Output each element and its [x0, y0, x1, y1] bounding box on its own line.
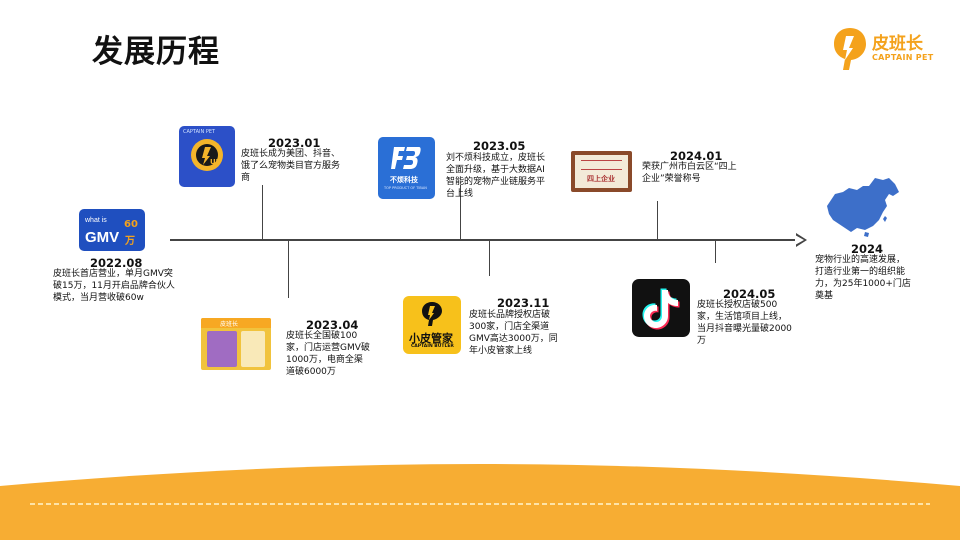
timeline-tick [657, 201, 658, 239]
fb-mark-icon [391, 147, 421, 169]
up-badge: UP [210, 158, 221, 166]
xiaopi-butler-logo: 小皮管家 CAPTAIN BUTLER [403, 296, 461, 354]
award-plaque-lines [581, 160, 622, 170]
store-interior [207, 331, 237, 367]
brand-mark-icon [422, 302, 442, 326]
milestone-year: 2023.04 [306, 318, 359, 332]
milestone-text: 皮班长成为美团、抖音、饿了么宠物类目官方服务商 [241, 149, 341, 183]
timeline-tick [262, 185, 263, 239]
timeline-arrow-icon [795, 233, 807, 247]
page-title: 发展历程 [92, 34, 220, 70]
gmv-logo-main-text: GMV [85, 229, 120, 246]
captain-pet-logo-text: CAPTAIN PET [183, 129, 216, 135]
milestone-text: 皮班长授权店破500家，生活馆项目上线，当月抖音曝光量破2000万 [697, 300, 792, 346]
store-sign: 皮班长 [201, 318, 271, 328]
timeline-tick [288, 241, 289, 298]
gmv-logo: what is GMV 60 万 [79, 209, 145, 251]
award-plaque-inner: 四上企业 [575, 155, 628, 188]
bufan-tech-logo: 不烦科技 TOP PRODUCT OF TIBAN [378, 137, 435, 199]
milestone-year: 2024 [851, 242, 884, 256]
milestone-text: 皮班长全国破100家，门店运营GMV破1000万，电商全渠道破6000万 [286, 331, 370, 377]
milestone-text: 宠物行业的高速发展，打造行业第一的组织能力，为25年1000+门店奠基 [815, 255, 911, 301]
brand-logo: 皮班长 CAPTAIN PET [832, 26, 942, 72]
xiaopi-logo-text: 小皮管家 [409, 332, 453, 345]
brand-logo-icon [834, 28, 866, 70]
captain-pet-up-logo: CAPTAIN PET UP [179, 126, 235, 187]
award-plaque-text: 四上企业 [587, 175, 615, 183]
bottom-wave-band [0, 464, 960, 540]
gmv-logo-number: 60 [124, 219, 138, 230]
xiaopi-logo-subtext: CAPTAIN BUTLER [411, 344, 454, 349]
timeline-tick [715, 241, 716, 263]
store-sign-text: 皮班长 [220, 321, 239, 328]
milestone-text: 皮班长品牌授权店破300家，门店全渠道GMV高达3000万，同年小皮管家上线 [469, 310, 558, 356]
milestone-year: 2024.01 [670, 149, 723, 163]
tiktok-icon [642, 288, 680, 330]
brand-mark-icon [191, 139, 223, 171]
gmv-logo-small-text: what is [85, 217, 107, 224]
tiktok-logo [632, 279, 690, 337]
milestone-text: 刘不烦科技成立，皮班长全面升级，基于大数据AI智能的宠物产业链服务平台上线 [446, 153, 546, 199]
brand-subtitle: CAPTAIN PET [872, 53, 934, 62]
store-door [241, 331, 265, 367]
milestone-year: 2023.05 [473, 139, 526, 153]
timeline-tick [489, 241, 490, 276]
award-plaque: 四上企业 [571, 151, 632, 192]
timeline-tick [460, 185, 461, 239]
milestone-text: 荣获广州市白云区“四上企业”荣誉称号 [642, 162, 737, 184]
milestone-text: 皮班长首店营业，单月GMV突破15万，11月开启品牌合伙人模式，当月营收破60w [53, 269, 175, 303]
bufan-logo-subtext: TOP PRODUCT OF TIBAN [384, 186, 427, 190]
timeline-axis [170, 239, 800, 241]
milestone-year: 2024.05 [723, 287, 776, 301]
bufan-logo-text: 不烦科技 [390, 176, 418, 184]
china-map-icon [827, 178, 899, 237]
brand-name: 皮班长 [872, 34, 923, 54]
milestone-year: 2023.01 [268, 136, 321, 150]
gmv-logo-unit: 万 [125, 236, 135, 247]
store-photo: 皮班长 [201, 318, 271, 370]
milestone-year: 2023.11 [497, 296, 550, 310]
milestone-year: 2022.08 [90, 256, 143, 270]
